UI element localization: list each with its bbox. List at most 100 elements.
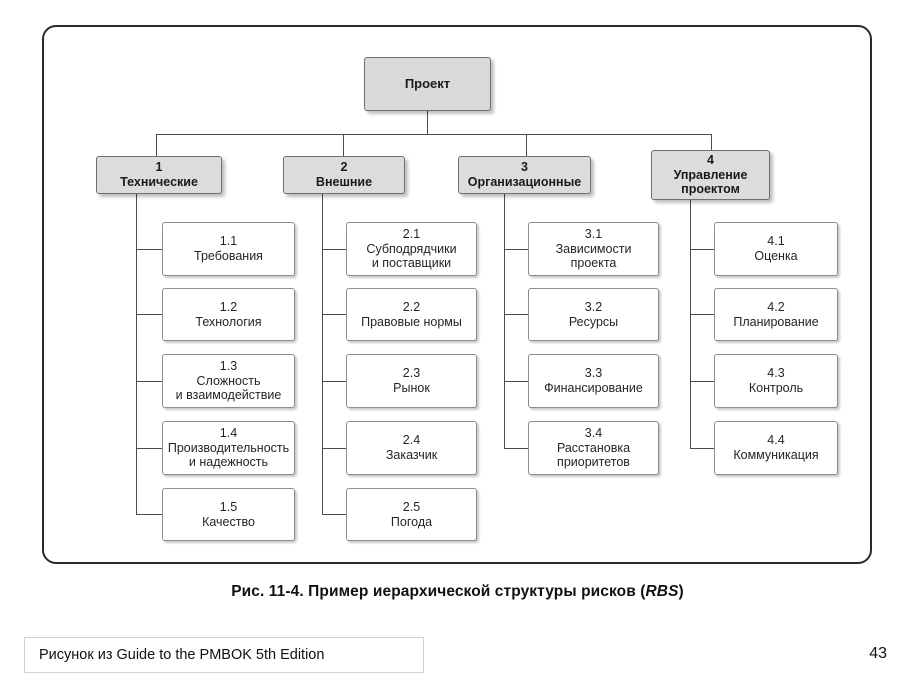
- connector-drop-cat2: [343, 134, 344, 156]
- connector-stub-3-1: [504, 249, 528, 250]
- node-2-2[interactable]: 2.2 Правовые нормы: [346, 288, 477, 341]
- node-3-1-number: 3.1: [584, 226, 603, 241]
- node-cat-2[interactable]: 2 Внешние: [283, 156, 405, 194]
- connector-stub-4-1: [690, 249, 714, 250]
- node-2-3[interactable]: 2.3 Рынок: [346, 354, 477, 408]
- node-3-2[interactable]: 3.2 Ресурсы: [528, 288, 659, 341]
- node-3-3-number: 3.3: [584, 366, 603, 381]
- node-2-5-label: Погода: [390, 514, 433, 529]
- figure-caption-italic: RBS: [645, 583, 679, 600]
- connector-trunk-cat2: [322, 194, 323, 514]
- connector-stub-2-4: [322, 448, 346, 449]
- node-cat-3-number: 3: [521, 160, 528, 175]
- node-1-2[interactable]: 1.2 Технология: [162, 288, 295, 341]
- node-2-1-number: 2.1: [402, 226, 421, 241]
- node-3-4-number: 3.4: [584, 425, 603, 440]
- node-root-label: Проект: [404, 76, 451, 92]
- node-1-1-label: Требования: [194, 249, 263, 263]
- source-note-box: Рисунок из Guide to the PMBOK 5th Editio…: [24, 637, 424, 673]
- node-2-3-label: Рынок: [393, 381, 430, 395]
- node-cat-2-number: 2: [340, 160, 348, 175]
- connector-trunk-cat1: [136, 194, 137, 514]
- connector-stub-1-3: [136, 381, 162, 382]
- node-4-3-label: Контроль: [748, 381, 804, 395]
- node-4-3-number: 4.3: [767, 366, 785, 381]
- node-4-2-label: Планирование: [733, 314, 819, 329]
- node-2-4-number: 2.4: [402, 433, 421, 448]
- node-3-3[interactable]: 3.3 Финансирование: [528, 354, 659, 408]
- node-2-4[interactable]: 2.4 Заказчик: [346, 421, 477, 475]
- node-4-4-number: 4.4: [767, 433, 785, 448]
- node-4-2-number: 4.2: [767, 299, 785, 314]
- node-2-4-label: Заказчик: [385, 448, 438, 462]
- node-cat-3-label: Организационные: [467, 175, 582, 189]
- rbs-diagram: Проект 1 Технические 2 Внешние 3 Организ…: [96, 57, 838, 541]
- figure-caption-prefix: Рис. 11-4. Пример иерархической структур…: [231, 583, 646, 600]
- node-2-2-number: 2.2: [402, 299, 421, 314]
- node-2-5[interactable]: 2.5 Погода: [346, 488, 477, 541]
- connector-stub-3-2: [504, 314, 528, 315]
- connector-stub-2-5: [322, 514, 346, 515]
- connector-stub-1-2: [136, 314, 162, 315]
- node-1-2-label: Технология: [195, 314, 262, 329]
- node-4-1-number: 4.1: [767, 234, 785, 249]
- node-cat-3[interactable]: 3 Организационные: [458, 156, 591, 194]
- node-4-1-label: Оценка: [754, 249, 798, 263]
- page-number: 43: [869, 645, 887, 662]
- connector-drop-cat4: [711, 134, 712, 156]
- node-2-5-number: 2.5: [402, 499, 421, 514]
- node-cat-4-number: 4: [707, 152, 714, 167]
- connector-root-stem: [427, 111, 428, 135]
- connector-stub-4-4: [690, 448, 714, 449]
- figure-caption: Рис. 11-4. Пример иерархической структур…: [0, 583, 915, 601]
- figure-caption-suffix: ): [678, 583, 684, 600]
- node-1-5-label: Качество: [202, 514, 255, 529]
- connector-stub-4-3: [690, 381, 714, 382]
- connector-stub-4-2: [690, 314, 714, 315]
- node-4-4[interactable]: 4.4 Коммуникация: [714, 421, 838, 475]
- node-4-3[interactable]: 4.3 Контроль: [714, 354, 838, 408]
- node-4-2[interactable]: 4.2 Планирование: [714, 288, 838, 341]
- node-1-1-number: 1.1: [219, 234, 238, 249]
- node-2-3-number: 2.3: [402, 366, 421, 381]
- node-1-5[interactable]: 1.5 Качество: [162, 488, 295, 541]
- node-cat-1-number: 1: [155, 160, 163, 175]
- node-4-1[interactable]: 4.1 Оценка: [714, 222, 838, 276]
- node-3-2-number: 3.2: [584, 299, 603, 314]
- connector-stub-2-1: [322, 249, 346, 250]
- node-1-3-number: 1.3: [219, 358, 238, 373]
- node-1-2-number: 1.2: [219, 299, 238, 314]
- connector-root-bus: [156, 134, 711, 135]
- node-1-4-number: 1.4: [219, 425, 238, 440]
- node-4-4-label: Коммуникация: [733, 448, 819, 462]
- node-cat-1[interactable]: 1 Технические: [96, 156, 222, 194]
- connector-stub-1-4: [136, 448, 162, 449]
- node-3-3-label: Финансирование: [544, 381, 643, 395]
- connector-stub-2-3: [322, 381, 346, 382]
- connector-stub-3-3: [504, 381, 528, 382]
- connector-stub-1-5: [136, 514, 162, 515]
- connector-stub-1-1: [136, 249, 162, 250]
- node-1-1[interactable]: 1.1 Требования: [162, 222, 295, 276]
- connector-trunk-cat4: [690, 200, 691, 448]
- node-1-5-number: 1.5: [219, 499, 238, 514]
- connector-trunk-cat3: [504, 194, 505, 448]
- connector-drop-cat3: [526, 134, 527, 156]
- node-cat-1-label: Технические: [120, 175, 198, 189]
- source-note-text: Рисунок из Guide to the PMBOK 5th Editio…: [39, 647, 325, 663]
- node-2-2-label: Правовые нормы: [361, 314, 462, 329]
- node-root[interactable]: Проект: [364, 57, 491, 111]
